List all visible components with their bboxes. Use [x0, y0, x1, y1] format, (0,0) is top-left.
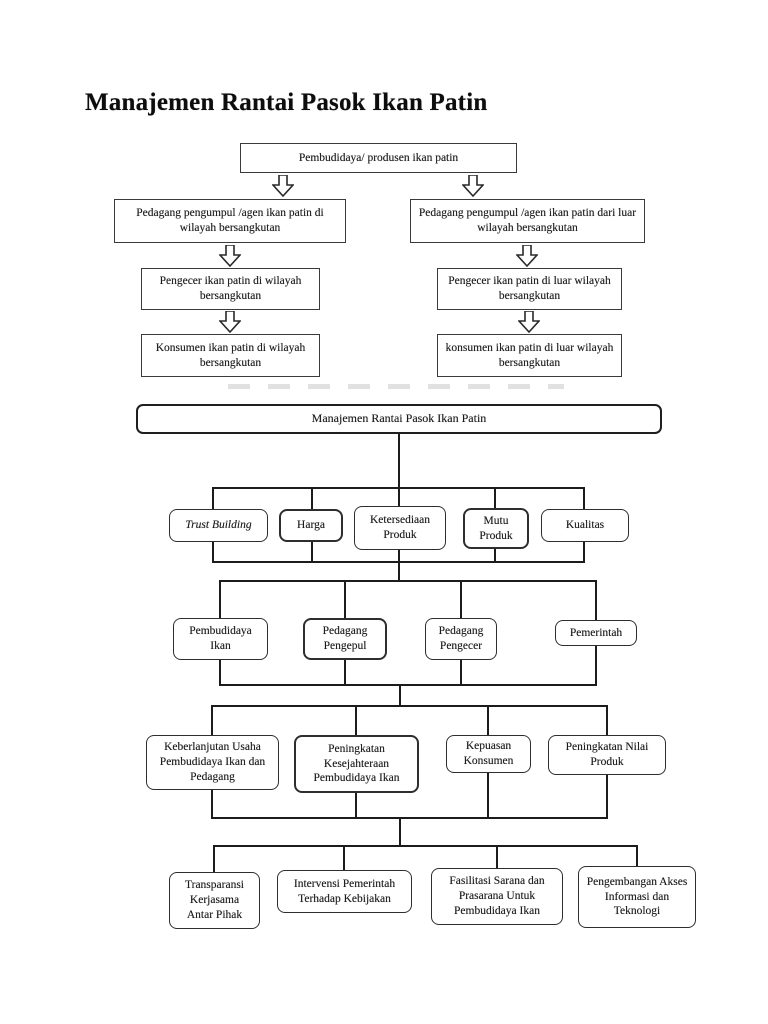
connector-line: [399, 684, 401, 705]
connector-line: [487, 705, 489, 735]
faint-caption-artifact: [228, 384, 564, 389]
box-factor-ketersediaan-produk: Ketersediaan Produk: [354, 506, 446, 550]
connector-line: [213, 845, 215, 872]
box-outcome-kepuasan-konsumen: Kepuasan Konsumen: [446, 735, 531, 773]
connector-line: [219, 580, 597, 582]
box-outside-collector: Pedagang pengumpul /agen ikan patin dari…: [410, 199, 645, 243]
box-local-consumer: Konsumen ikan patin di wilayah bersangku…: [141, 334, 320, 377]
connector-line: [595, 646, 597, 684]
connector-line: [494, 549, 496, 561]
box-factor-harga: Harga: [279, 509, 343, 542]
page-title: Manajemen Rantai Pasok Ikan Patin: [85, 89, 488, 116]
connector-line: [311, 542, 313, 561]
box-outcome-keberlanjutan-usaha: Keberlanjutan Usaha Pembudidaya Ikan dan…: [146, 735, 279, 790]
connector-line: [344, 660, 346, 684]
connector-line: [398, 561, 400, 580]
connector-line: [399, 817, 401, 845]
box-factor-mutu-produk: Mutu Produk: [463, 508, 529, 549]
box-factor-trust-building: Trust Building: [169, 509, 268, 542]
down-arrow-icon: [462, 175, 484, 197]
box-support-intervensi-pemerintah: Intervensi Pemerintah Terhadap Kebijakan: [277, 870, 412, 913]
connector-line: [213, 845, 638, 847]
connector-line: [460, 660, 462, 684]
connector-line: [219, 684, 597, 686]
connector-line: [583, 542, 585, 561]
box-actor-pedagang-pengepul: Pedagang Pengepul: [303, 618, 387, 660]
connector-line: [460, 580, 462, 618]
box-support-transparansi-kerjasama: Transparansi Kerjasama Antar Pihak: [169, 872, 260, 929]
connector-line: [311, 487, 313, 509]
connector-line: [606, 705, 608, 735]
down-arrow-icon: [219, 311, 241, 333]
connector-line: [219, 580, 221, 618]
box-support-pengembangan-akses: Pengembangan Akses Informasi dan Teknolo…: [578, 866, 696, 928]
down-arrow-icon: [219, 245, 241, 267]
down-arrow-icon: [518, 311, 540, 333]
box-support-fasilitasi-sarana: Fasilitasi Sarana dan Prasarana Untuk Pe…: [431, 868, 563, 925]
connector-line: [487, 773, 489, 817]
connector-line: [211, 705, 608, 707]
connector-line: [219, 660, 221, 684]
connector-line: [212, 487, 214, 509]
box-producer: Pembudidaya/ produsen ikan patin: [240, 143, 517, 173]
connector-line: [211, 790, 213, 817]
box-actor-pemerintah: Pemerintah: [555, 620, 637, 646]
connector-line: [355, 705, 357, 735]
down-arrow-icon: [516, 245, 538, 267]
connector-line: [211, 817, 608, 819]
box-actor-pedagang-pengecer: Pedagang Pengecer: [425, 618, 497, 660]
connector-line: [398, 487, 400, 506]
box-factor-kualitas: Kualitas: [541, 509, 629, 542]
connector-line: [606, 775, 608, 817]
connector-line: [494, 487, 496, 508]
connector-line: [343, 845, 345, 870]
box-actor-pembudidaya-ikan: Pembudidaya Ikan: [173, 618, 268, 660]
box-local-collector: Pedagang pengumpul /agen ikan patin di w…: [114, 199, 346, 243]
connector-line: [583, 487, 585, 509]
connector-line: [496, 845, 498, 868]
down-arrow-icon: [272, 175, 294, 197]
connector-line: [355, 793, 357, 817]
box-tree-root: Manajemen Rantai Pasok Ikan Patin: [136, 404, 662, 434]
connector-line: [398, 550, 400, 561]
connector-line: [211, 705, 213, 735]
box-outside-consumer: konsumen ikan patin di luar wilayah bers…: [437, 334, 622, 377]
connector-line: [212, 542, 214, 561]
connector-line: [398, 433, 400, 487]
connector-line: [344, 580, 346, 618]
box-outcome-peningkatan-kesejahteraan: Peningkatan Kesejahteraan Pembudidaya Ik…: [294, 735, 419, 793]
box-local-retailer: Pengecer ikan patin di wilayah bersangku…: [141, 268, 320, 310]
box-outside-retailer: Pengecer ikan patin di luar wilayah bers…: [437, 268, 622, 310]
connector-line: [595, 580, 597, 620]
box-outcome-peningkatan-nilai-produk: Peningkatan Nilai Produk: [548, 735, 666, 775]
connector-line: [636, 845, 638, 866]
